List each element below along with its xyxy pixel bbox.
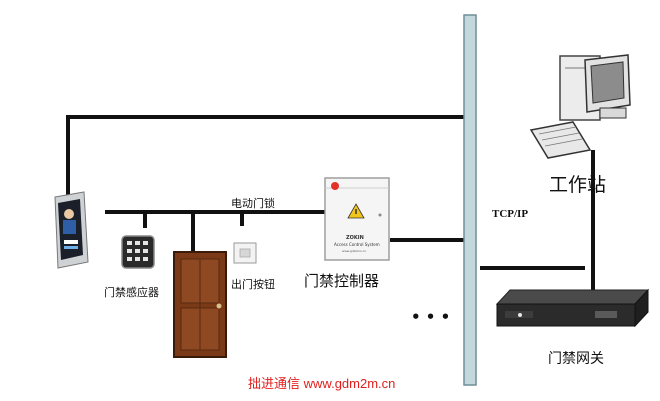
access-controller-icon: [324, 177, 390, 261]
controller-brand-text: ZOKIN: [346, 235, 364, 241]
electric-lock-label: 电动门锁: [231, 197, 275, 210]
door-icon: [173, 251, 227, 358]
protocol-label: TCP/IP: [492, 208, 529, 220]
exit-button-label: 出门按钮: [231, 278, 275, 291]
top-backbone-wire: [66, 115, 465, 200]
controller-site-text: www.gdzokin.cn: [342, 249, 367, 253]
workstation-label: 工作站: [549, 174, 607, 196]
network-bus: [463, 14, 477, 386]
exit-button-icon: [233, 242, 257, 264]
gateway-server-icon: [495, 288, 650, 328]
footer-watermark: 拙进通信 www.gdm2m.cn: [248, 373, 395, 392]
wiring: [66, 115, 595, 290]
ellipsis-label: • • •: [411, 308, 451, 326]
card-reader-label: 门禁感应器: [104, 286, 159, 299]
controller-label: 门禁控制器: [304, 272, 380, 290]
gateway-label: 门禁网关: [548, 351, 604, 367]
face-terminal-icon: [54, 191, 89, 269]
keypad-reader-icon: [121, 235, 155, 269]
footer-url: www.gdm2m.cn: [303, 376, 396, 391]
controller-subtitle-text: Access Control System: [334, 242, 380, 247]
workstation-computer-icon: [529, 54, 631, 159]
footer-company: 拙进通信: [248, 376, 301, 391]
